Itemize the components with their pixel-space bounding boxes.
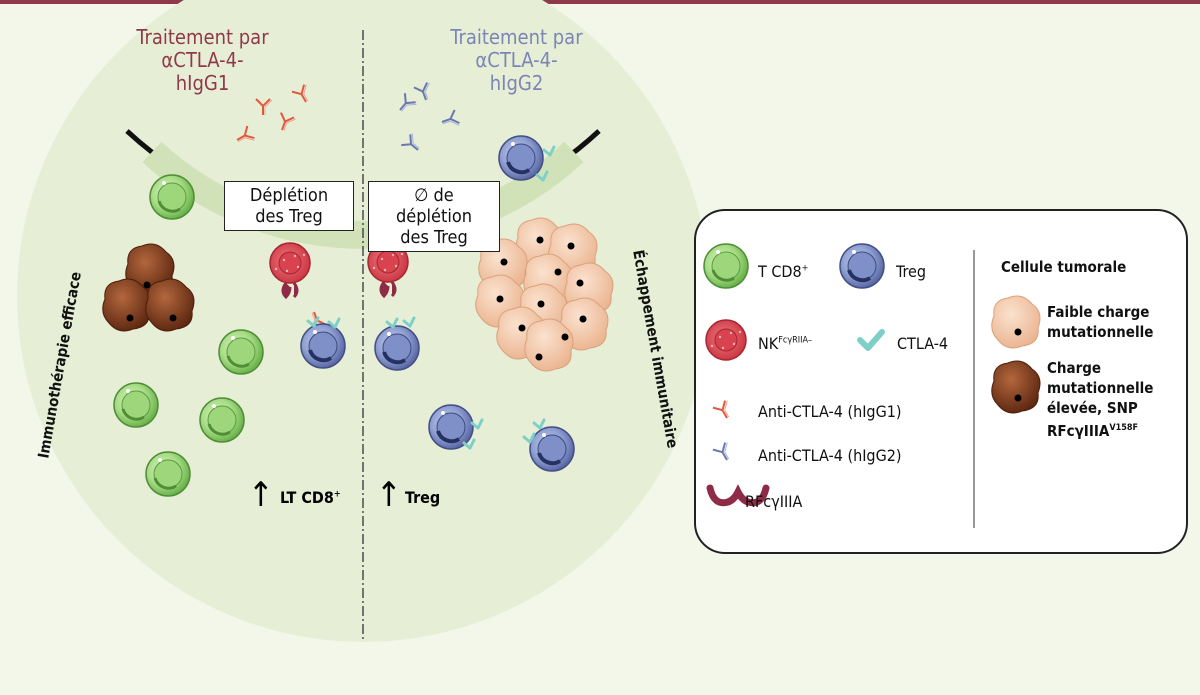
up-arrow-left: ↑	[248, 475, 274, 515]
right-title-line3: hIgG2	[489, 71, 544, 95]
no-depletion-box-line1: ∅ de déplétion	[395, 185, 473, 227]
legend-treg-label: Treg	[896, 262, 926, 281]
rfc-receptor	[379, 281, 397, 299]
legend-treg-icon	[838, 242, 886, 290]
legend-low-load-label: Faible charge mutationnelle	[1047, 302, 1153, 342]
tcd8-cell	[198, 396, 246, 444]
treg-increase-label: Treg	[405, 488, 441, 507]
legend-rfc-icon	[706, 484, 770, 507]
legend-nk-text: NK	[758, 334, 779, 353]
nk-cell	[269, 242, 311, 284]
rfc-receptor	[281, 282, 299, 300]
legend-rfc-label: RFcγIIIA	[745, 492, 803, 511]
legend-low-load-line1: Faible charge	[1047, 303, 1150, 321]
legend-tcd8-text: T CD8	[758, 262, 802, 281]
treg-cell	[427, 403, 475, 451]
legend-tcd8-label: T CD8+	[758, 262, 808, 281]
treg-cell	[528, 425, 576, 473]
up-arrow-right: ↑	[376, 475, 402, 515]
tcd8-cell	[217, 328, 265, 376]
legend-high-load-line3: élevée, SNP	[1047, 399, 1138, 417]
treg-cell	[373, 324, 421, 372]
legend-igg1-label: Anti-CTLA-4 (hIgG1)	[758, 402, 902, 421]
lt-cd8-sup: +	[333, 489, 341, 500]
left-title-line1: Traitement par	[136, 25, 269, 49]
left-title-line3: hIgG1	[175, 71, 230, 95]
left-title: Traitement par αCTLA-4- hIgG1	[120, 26, 285, 95]
legend-high-load-line2: mutationnelle	[1047, 379, 1154, 397]
legend-nk-sup1: FcγRIIA	[778, 335, 809, 346]
legend-high-load-line4: RFcγIIIAV158F	[1047, 418, 1153, 441]
legend-high-load-line4-text: RFcγIIIA	[1047, 422, 1110, 440]
no-depletion-box: ∅ de déplétion des Treg	[368, 181, 500, 252]
depletion-box-line1: Déplétion	[249, 185, 329, 206]
top-bar	[0, 0, 1200, 4]
legend-ctla4-icon	[857, 329, 885, 351]
treg-cell	[497, 134, 545, 182]
legend-high-load-line1: Charge	[1047, 359, 1102, 377]
right-title: Traitement par αCTLA-4- hIgG2	[434, 26, 599, 95]
no-depletion-box-line2: des Treg	[400, 227, 468, 248]
legend-nk-sup2: –	[808, 335, 813, 346]
lt-cd8-label: LT CD8+	[280, 488, 341, 507]
legend-low-load-line2: mutationnelle	[1047, 323, 1154, 341]
legend-igg2-label: Anti-CTLA-4 (hIgG2)	[758, 446, 902, 465]
legend-ctla4-label: CTLA-4	[897, 334, 949, 353]
tcd8-cell	[112, 381, 160, 429]
legend-nk-label: NKFcγRIIA–	[758, 334, 812, 353]
legend-tcd8-sup: +	[801, 263, 809, 274]
left-title-line2: αCTLA-4-	[161, 48, 244, 72]
legend-nk-sup: FcγRIIA–	[778, 336, 812, 346]
right-title-line1: Traitement par	[450, 25, 583, 49]
treg-cell	[299, 322, 347, 370]
legend-nk-icon	[705, 319, 747, 361]
legend-tumor-title: Cellule tumorale	[1001, 258, 1127, 276]
legend-high-load-label: Charge mutationnelle élevée, SNP RFcγIII…	[1047, 358, 1153, 441]
depletion-box: Déplétion des Treg	[224, 181, 354, 231]
legend-tcd8-icon	[702, 242, 750, 290]
lt-cd8-text: LT CD8	[280, 488, 334, 507]
right-title-line2: αCTLA-4-	[475, 48, 558, 72]
legend-box	[694, 209, 1188, 554]
tcd8-cell	[148, 173, 196, 221]
tumor-cluster-low	[475, 217, 614, 372]
depletion-box-line2: des Treg	[255, 206, 323, 227]
legend-high-load-sup: V158F	[1109, 423, 1139, 433]
tcd8-cell	[144, 450, 192, 498]
